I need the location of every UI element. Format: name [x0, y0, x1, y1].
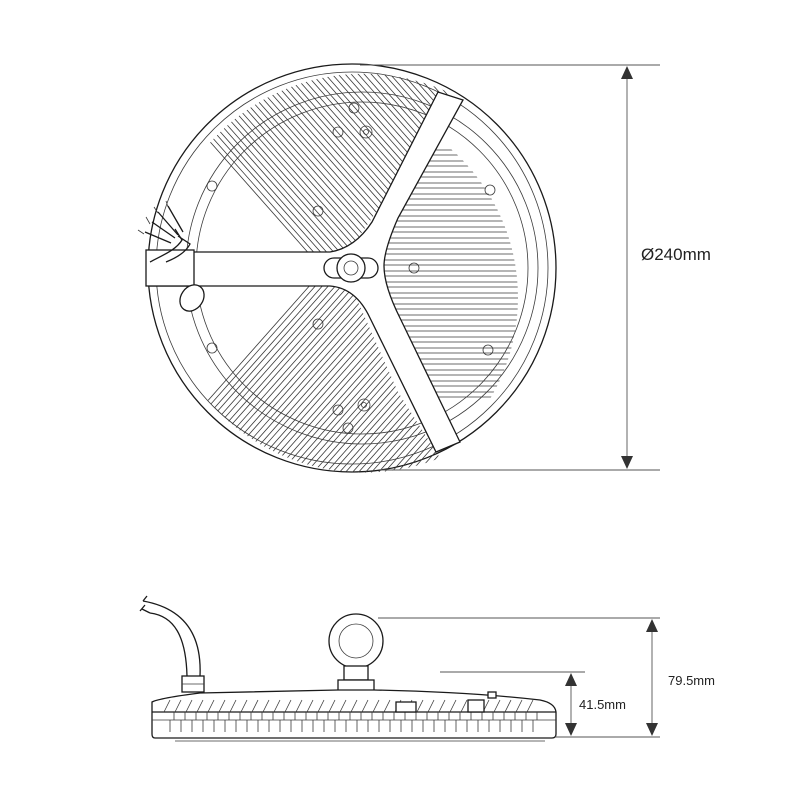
fin-line [392, 286, 440, 473]
total-height-label: 79.5mm [668, 673, 715, 688]
fin-line [185, 699, 193, 713]
diameter-dimension [360, 64, 660, 471]
fin-line [327, 286, 440, 473]
fin-line [460, 699, 468, 713]
fin-line [339, 699, 347, 713]
fin-line [160, 73, 351, 254]
wires [144, 205, 184, 244]
y-bracket [149, 91, 464, 453]
fin-line [333, 286, 440, 473]
fin-line [196, 699, 204, 713]
side-view [139, 595, 557, 742]
fin-line [281, 73, 460, 254]
fin-line [416, 699, 424, 713]
eyebolt-side [328, 613, 384, 693]
fin-line [515, 699, 523, 713]
fin-line [526, 699, 534, 713]
cable-upper-edge [142, 600, 201, 677]
fin-line [366, 73, 460, 254]
fin-line [174, 699, 182, 713]
fin-line [383, 699, 391, 713]
fin-line [317, 699, 325, 713]
fin-line [328, 699, 336, 713]
fin-line [268, 73, 460, 254]
fin-line [346, 286, 440, 473]
eyebolt-top [323, 253, 379, 283]
fin-line [353, 73, 460, 254]
fin-line [255, 286, 440, 473]
fin-line [385, 73, 460, 254]
fin-line [229, 699, 237, 713]
fin-line [493, 699, 501, 713]
top-view [137, 63, 557, 473]
fin-line [262, 699, 270, 713]
body-height-label: 41.5mm [579, 697, 626, 712]
fin-line [359, 286, 440, 473]
fin-line [240, 699, 248, 713]
fin-line [284, 699, 292, 713]
cable-wires [139, 595, 151, 614]
fin-line [350, 699, 358, 713]
fin-line [306, 699, 314, 713]
side-bump-3 [487, 691, 497, 699]
diameter-label: Ø240mm [641, 245, 711, 264]
fin-line [366, 286, 440, 473]
fin-line [218, 699, 226, 713]
fin-line [398, 73, 460, 254]
fin-line [353, 286, 440, 473]
fin-line [504, 699, 512, 713]
side-bump-2 [467, 699, 485, 713]
side-bump-1 [395, 701, 417, 713]
fin-line [207, 699, 215, 713]
fin-line [372, 73, 460, 254]
screw-holes [206, 102, 496, 434]
cable-entry [137, 200, 205, 312]
fin-line [449, 699, 457, 713]
fin-line [346, 73, 460, 254]
fin-line [262, 286, 440, 473]
fin-line [295, 699, 303, 713]
fin-line [398, 286, 440, 473]
fin-line [268, 286, 440, 473]
fin-line [385, 286, 440, 473]
cable-lower-edge [149, 612, 188, 677]
height-dimensions [378, 617, 660, 738]
fin-line [251, 699, 259, 713]
fin-line [273, 699, 281, 713]
fin-line [361, 699, 369, 713]
fin-line [372, 699, 380, 713]
fin-line [438, 699, 446, 713]
gland-nut [179, 284, 205, 312]
fin-line [249, 286, 440, 473]
fin-line [427, 699, 435, 713]
fin-line [160, 286, 351, 473]
gland-body [145, 249, 195, 287]
fin-line [379, 286, 440, 473]
fin-line [372, 286, 440, 473]
fin-line [163, 699, 171, 713]
fin-line [379, 73, 460, 254]
fin-line [359, 73, 460, 254]
fin-line [340, 286, 440, 473]
fin-line [275, 73, 460, 254]
